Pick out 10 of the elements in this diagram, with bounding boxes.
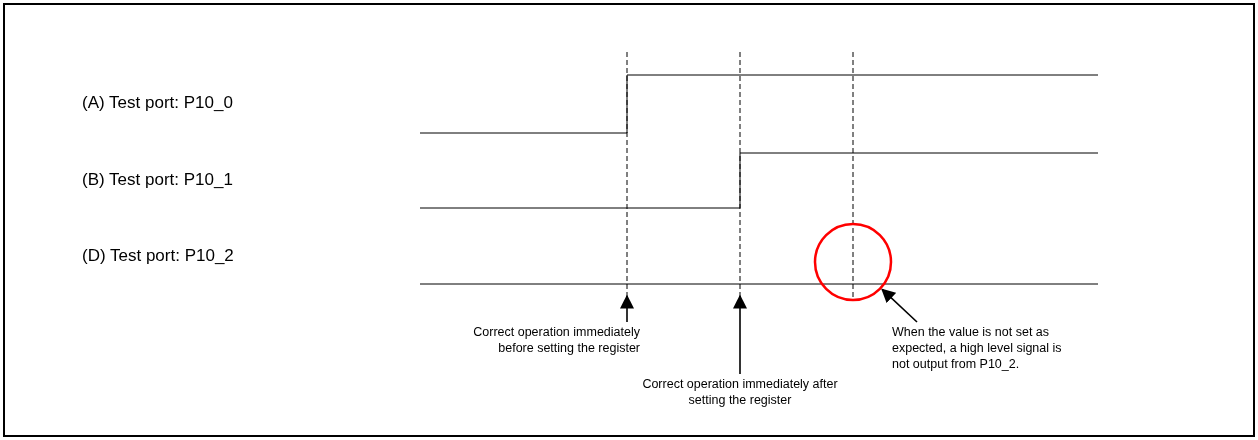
signal-name: (B) Test port: P10_1 [82, 170, 233, 190]
annotation-text: Correct operation immediately after setting the register [640, 376, 840, 408]
highlight-circle [813, 222, 893, 302]
leader-arrow [620, 294, 634, 323]
leader-arrow [733, 294, 747, 375]
leader-arrow [881, 288, 918, 323]
signal-name: (A) Test port: P10_0 [82, 93, 233, 113]
annotation-text: Correct operation immediately before setting the register [440, 324, 640, 356]
annotation-text: When the value is not set as expected, a high level signal is not output from P10_2. [892, 324, 1082, 372]
signal-name: (D) Test port: P10_2 [82, 246, 234, 266]
